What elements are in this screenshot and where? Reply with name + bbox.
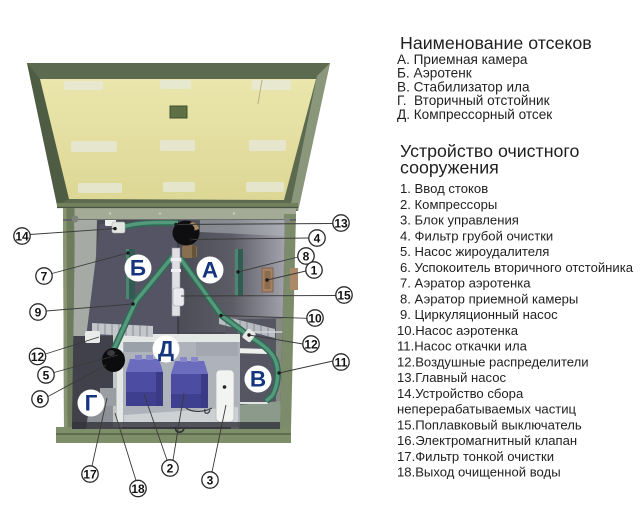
svg-text:1. Ввод стоков: 1. Ввод стоков xyxy=(400,181,488,196)
svg-text:5. Насос жироудалителя: 5. Насос жироудалителя xyxy=(400,244,549,259)
svg-text:15.Поплавковый выключатель: 15.Поплавковый выключатель xyxy=(397,417,582,432)
svg-text:3: 3 xyxy=(207,473,214,487)
svg-text:10.Насос аэротенка: 10.Насос аэротенка xyxy=(397,323,519,338)
svg-text:4: 4 xyxy=(314,231,321,245)
svg-text:4. Фильтр грубой очистки: 4. Фильтр грубой очистки xyxy=(400,228,553,243)
svg-text:Б: Б xyxy=(130,256,146,281)
svg-text:неперерабатываемых частиц: неперерабатываемых частиц xyxy=(397,402,577,417)
svg-text:9: 9 xyxy=(35,305,42,319)
svg-text:11: 11 xyxy=(335,355,348,369)
svg-text:18.Выход очищенной воды: 18.Выход очищенной воды xyxy=(397,465,561,480)
svg-text:8: 8 xyxy=(303,249,310,263)
svg-text:сооружения: сооружения xyxy=(400,158,499,178)
svg-text:16.Электромагнитный клапан: 16.Электромагнитный клапан xyxy=(397,433,577,448)
svg-text:Б. Аэротенк: Б. Аэротенк xyxy=(397,66,473,81)
svg-text:Г. Вторичный отстойник: Г. Вторичный отстойник xyxy=(397,93,551,108)
svg-text:А: А xyxy=(202,258,218,283)
svg-text:12: 12 xyxy=(31,350,45,364)
svg-text:17.Фильтр тонкой очистки: 17.Фильтр тонкой очистки xyxy=(397,449,554,464)
svg-text:15: 15 xyxy=(337,288,351,302)
svg-text:В. Стабилизатор ила: В. Стабилизатор ила xyxy=(397,79,530,94)
svg-text:11.Насос откачки ила: 11.Насос откачки ила xyxy=(397,339,528,354)
svg-text:8. Аэратор приемной камеры: 8. Аэратор приемной камеры xyxy=(400,291,578,306)
svg-text:12: 12 xyxy=(304,337,318,351)
svg-text:17: 17 xyxy=(83,467,97,481)
svg-text:5: 5 xyxy=(43,368,50,382)
svg-text:Устройство очистного: Устройство очистного xyxy=(400,141,579,161)
svg-text:7. Аэратор аэротенка: 7. Аэратор аэротенка xyxy=(400,276,531,291)
svg-text:2: 2 xyxy=(167,461,174,475)
svg-text:12.Воздушные распределители: 12.Воздушные распределители xyxy=(397,354,589,369)
svg-text:14: 14 xyxy=(15,229,29,243)
svg-text:9. Циркуляционный насос: 9. Циркуляционный насос xyxy=(400,307,558,322)
svg-text:6: 6 xyxy=(37,392,44,406)
svg-text:13: 13 xyxy=(334,216,348,230)
svg-text:А. Приемная камера: А. Приемная камера xyxy=(397,52,528,67)
svg-text:7: 7 xyxy=(41,269,48,283)
svg-text:6. Успокоитель вторичного отст: 6. Успокоитель вторичного отстойника xyxy=(400,260,634,275)
svg-text:3. Блок управления: 3. Блок управления xyxy=(400,213,519,228)
svg-text:Д. Компрессорный отсек: Д. Компрессорный отсек xyxy=(397,107,553,122)
svg-text:1: 1 xyxy=(311,263,318,277)
svg-text:Д: Д xyxy=(158,337,174,362)
svg-text:Г: Г xyxy=(85,391,98,416)
svg-text:В: В xyxy=(250,367,266,392)
svg-text:10: 10 xyxy=(308,311,322,325)
svg-text:18: 18 xyxy=(131,482,145,496)
svg-text:14.Устройство сбора: 14.Устройство сбора xyxy=(397,386,524,401)
svg-text:13.Главный насос: 13.Главный насос xyxy=(397,370,507,385)
svg-text:2. Компрессоры: 2. Компрессоры xyxy=(400,197,497,212)
svg-text:Наименование отсеков: Наименование отсеков xyxy=(400,33,592,53)
